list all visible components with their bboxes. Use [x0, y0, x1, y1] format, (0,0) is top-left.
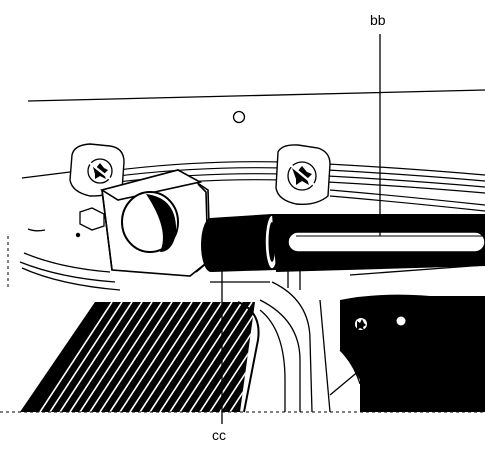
bracket — [339, 294, 485, 412]
terminal-block — [100, 169, 211, 277]
cutaway-edge — [0, 236, 485, 413]
mounting-tab — [75, 207, 105, 238]
bar-slot — [287, 231, 485, 253]
part-cc-sleeve — [201, 214, 280, 272]
callout-label-cc: cc — [212, 427, 226, 443]
right-clip — [275, 144, 331, 206]
callout-label-bb: bb — [370, 12, 386, 28]
screw-hole — [232, 110, 246, 124]
callout-leaders — [221, 34, 381, 424]
left-clip — [69, 143, 125, 197]
bracket-screw-icon — [357, 319, 366, 330]
part-bb-slotted-bar — [272, 214, 485, 272]
heatsink — [20, 301, 260, 413]
